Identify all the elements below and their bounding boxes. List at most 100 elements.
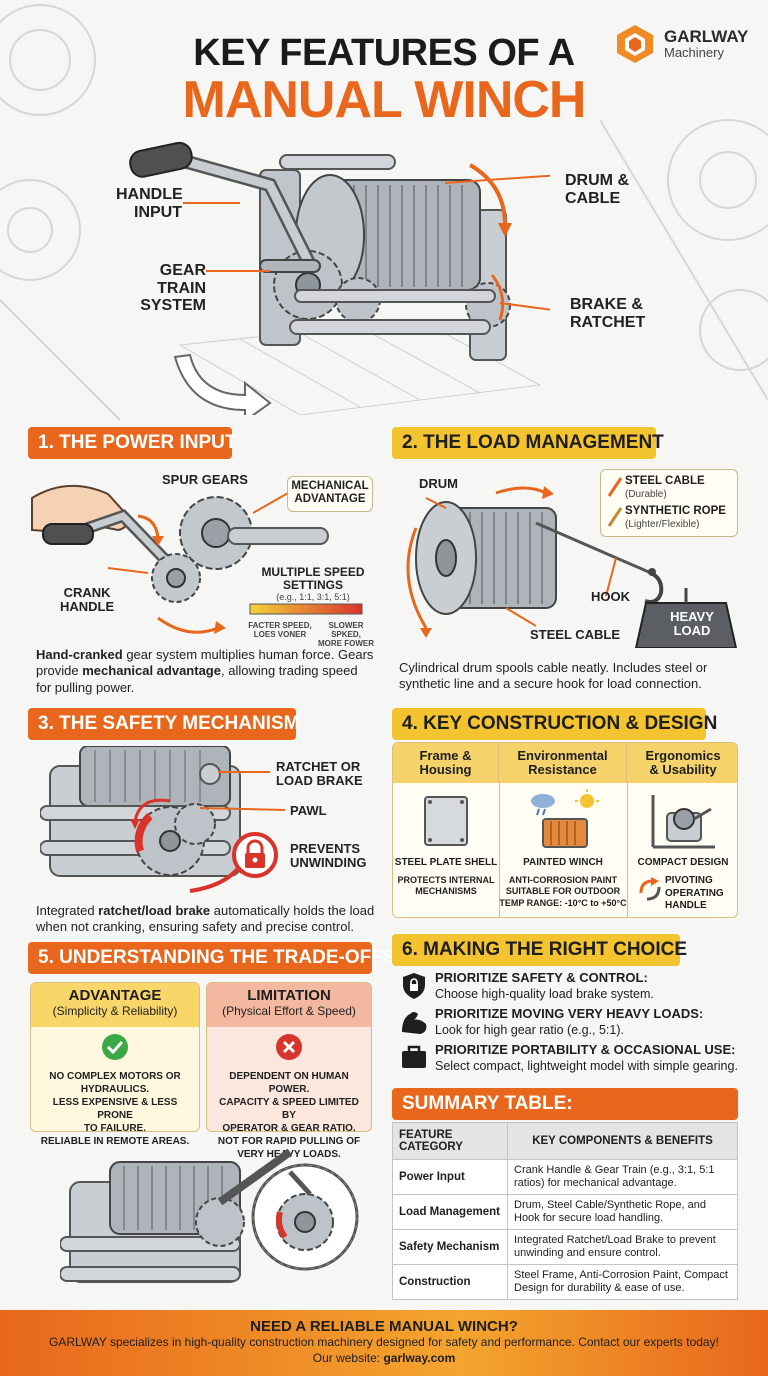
footer-banner: NEED A RELIABLE MANUAL WINCH? GARLWAY sp…: [0, 1310, 768, 1376]
limitation-title: LIMITATION: [247, 987, 331, 1004]
desc-text: automatically holds the load when not cr…: [36, 903, 375, 935]
label-ratchet-load-brake: RATCHET OR LOAD BRAKE: [276, 759, 363, 789]
footer-website-link[interactable]: garlway.com: [383, 1350, 456, 1365]
lock-badge: [232, 832, 278, 878]
desc-text: Integrated: [36, 903, 99, 918]
painted-winch-weather-icon: [531, 789, 599, 848]
label-prevents-unwinding: PREVENTS UNWINDING: [290, 841, 367, 871]
label-hook: HOOK: [591, 589, 630, 604]
choice-1-title: PRIORITIZE SAFETY & CONTROL:: [435, 970, 648, 985]
cap-steel-plate-shell: STEEL PLATE SHELL: [394, 857, 498, 868]
summary-title: SUMMARY TABLE:: [392, 1088, 738, 1120]
compact-winch-icon: [651, 795, 715, 849]
callout-handle-input: HANDLE INPUT: [116, 186, 183, 221]
pivot-rotate-icon: [639, 877, 661, 901]
footer-website-label: Our website:: [312, 1350, 384, 1365]
cap-anti-corrosion: ANTI-CORROSION PAINT SUITABLE FOR OUTDOO…: [499, 875, 627, 908]
summary-header-category: FEATURE CATEGORY: [392, 1122, 508, 1160]
label-slower-speed: SLOWER SPKED, MORE FOWER: [318, 621, 374, 648]
cap-compact-design: COMPACT DESIGN: [637, 857, 729, 868]
col-frame-housing-head: Frame & Housing: [393, 743, 499, 783]
label-mechanical-advantage: MECHANICAL ADVANTAGE: [291, 480, 369, 505]
label-pawl: PAWL: [290, 803, 327, 818]
footer-website: Our website: garlway.com: [0, 1351, 768, 1367]
callout-gear-train: GEAR TRAIN SYSTEM: [140, 262, 206, 315]
advantage-body: NO COMPLEX MOTORS OR HYDRAULICS. LESS EX…: [40, 1071, 190, 1147]
logo-hexagon-icon: [617, 25, 653, 63]
section2-title: 2. THE LOAD MANAGEMENT: [392, 427, 664, 459]
desc-bold-hand-cranked: Hand-cranked: [36, 647, 123, 662]
mechanical-advantage-box: MECHANICAL ADVANTAGE: [287, 476, 373, 512]
shield-lock-icon: [403, 973, 425, 999]
advantage-head: ADVANTAGE (Simplicity & Reliability): [31, 983, 199, 1027]
cap-painted-winch: PAINTED WINCH: [523, 857, 603, 868]
table-cell-benefits: Drum, Steel Cable/Synthetic Rope, and Ho…: [507, 1194, 738, 1230]
section4-title: 4. KEY CONSTRUCTION & DESIGN: [392, 708, 717, 740]
footer-headline: NEED A RELIABLE MANUAL WINCH?: [250, 1318, 518, 1335]
page-title-line1: KEY FEATURES OF A: [193, 32, 575, 74]
col-ergonomics-head: Ergonomics & Usability: [627, 743, 737, 783]
footer-body: GARLWAY specializes in high-quality cons…: [49, 1335, 719, 1349]
logo-name: GARLWAY: [664, 27, 749, 47]
table-cell-category: Safety Mechanism: [392, 1229, 508, 1265]
legend-steel-cable: STEEL CABLE: [625, 475, 705, 487]
cap-pivoting-handle: PIVOTING OPERATING HANDLE: [665, 875, 724, 911]
table-cell-category: Power Input: [392, 1159, 508, 1195]
table-cell-category: Construction: [392, 1264, 508, 1300]
summary-table: FEATURE CATEGORY KEY COMPONENTS & BENEFI…: [392, 1122, 738, 1300]
load-management-illustration: [406, 486, 738, 648]
construction-design-panel: Frame & Housing Environmental Resistance…: [392, 742, 738, 918]
choice-3-title: PRIORITIZE PORTABILITY & OCCASIONAL USE:: [435, 1042, 736, 1057]
limitation-subtitle: (Physical Effort & Speed): [222, 1003, 356, 1018]
summary-header-benefits: KEY COMPONENTS & BENEFITS: [507, 1122, 738, 1160]
choice-2-desc: Look for high gear ratio (e.g., 5:1).: [435, 1023, 624, 1037]
label-heavy-load: HEAVY LOAD: [670, 609, 714, 639]
label-spur-gears: SPUR GEARS: [162, 472, 248, 487]
choice-3-desc: Select compact, lightweight model with s…: [435, 1059, 738, 1073]
advantage-subtitle: (Simplicity & Reliability): [52, 1003, 178, 1018]
section5-title: 5. UNDERSTANDING THE TRADE-OFFS: [28, 942, 395, 974]
label-drum: DRUM: [419, 476, 458, 491]
page-title-line2: MANUAL WINCH: [182, 71, 587, 129]
desc-bold-mechanical-advantage: mechanical advantage: [82, 663, 221, 679]
power-input-illustration: [31, 485, 363, 634]
legend-synthetic-note: (Lighter/Flexible): [625, 519, 700, 530]
label-faster-speed: FACTER SPEED, LOES VONER: [248, 621, 312, 639]
legend-synthetic-rope: SYNTHETIC ROPE: [625, 505, 726, 517]
winch-closeup-illustration: [60, 1148, 359, 1283]
hero-winch-illustration: [129, 141, 550, 415]
advantage-title: ADVANTAGE: [68, 987, 162, 1004]
choice-1-desc: Choose high-quality load brake system.: [435, 987, 654, 1001]
desc-bold-ratchet: ratchet/load brake: [98, 903, 211, 918]
safety-mechanism-illustration: [40, 746, 286, 893]
desc-text: gear system multiplies human force. Gear…: [36, 647, 374, 679]
logo-subtitle: Machinery: [664, 45, 724, 61]
table-cell-category: Load Management: [392, 1194, 508, 1230]
callout-drum-cable: DRUM & CABLE: [565, 172, 629, 207]
label-crank-handle: CRANK HANDLE: [60, 585, 115, 615]
section6-title: 6. MAKING THE RIGHT CHOICE: [392, 934, 687, 966]
cap-protects-internal: PROTECTS INTERNAL MECHANISMS: [397, 875, 495, 897]
choice-2-title: PRIORITIZE MOVING VERY HEAVY LOADS:: [435, 1006, 704, 1021]
table-row: Construction Steel Frame, Anti-Corrosion…: [392, 1264, 738, 1300]
table-row: Power Input Crank Handle & Gear Train (e…: [392, 1159, 738, 1195]
section1-description: Hand-cranked gear system multiplies huma…: [36, 647, 376, 696]
table-cell-benefits: Crank Handle & Gear Train (e.g., 3:1, 5:…: [507, 1159, 738, 1195]
callout-brake-ratchet: BRAKE & RATCHET: [570, 296, 646, 331]
label-speed-example: (e.g., 1:1, 3:1, 5:1): [276, 592, 350, 602]
cable-types-legend: STEEL CABLE (Durable) SYNTHETIC ROPE (Li…: [600, 469, 738, 537]
table-cell-benefits: Integrated Ratchet/Load Brake to prevent…: [507, 1229, 738, 1265]
steel-plate-icon: [424, 796, 468, 846]
summary-table-wrap: FEATURE CATEGORY KEY COMPONENTS & BENEFI…: [392, 1122, 738, 1300]
cross-icon: [276, 1034, 302, 1060]
limitation-head: LIMITATION (Physical Effort & Speed): [207, 983, 371, 1027]
desc-text: , allowing trading speed for pulling pow…: [36, 663, 358, 695]
check-icon: [102, 1034, 128, 1060]
brand-logo: GARLWAY Machinery: [614, 18, 762, 70]
label-steel-cable: STEEL CABLE: [530, 627, 621, 642]
section3-description: Integrated ratchet/load brake automatica…: [36, 903, 376, 936]
table-row: Safety Mechanism Integrated Ratchet/Load…: [392, 1229, 738, 1265]
briefcase-icon: [402, 1045, 426, 1068]
padlock-icon: [245, 839, 265, 868]
col-environmental-head: Environmental Resistance: [499, 743, 627, 783]
